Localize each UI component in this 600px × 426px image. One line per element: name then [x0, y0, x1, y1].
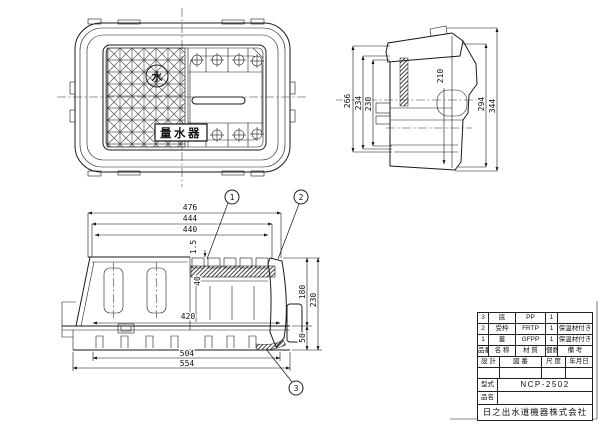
callouts: 1 2 3	[206, 189, 309, 396]
part-qty: 1	[546, 324, 558, 334]
header-material: 材 質	[516, 346, 546, 356]
part-qty: 1	[546, 335, 558, 345]
lid-section-hatched	[385, 32, 464, 63]
cavity-lines	[195, 281, 255, 322]
dim-1-5: 1.5	[189, 240, 198, 255]
callout-2: 2	[299, 193, 304, 202]
part-name: 蓋	[489, 335, 516, 345]
company-name: 日之出水道機器株式会社	[482, 407, 588, 417]
meta-scale-value	[542, 368, 566, 378]
dim-230-side: 230	[364, 97, 373, 112]
right-foot	[286, 303, 303, 343]
water-symbol-circle	[145, 64, 169, 88]
dim-180: 180	[298, 285, 307, 300]
clip-detail	[117, 323, 135, 334]
header-no: 品番	[478, 346, 489, 356]
part-no: 2	[478, 324, 489, 334]
model-row: 型式 NCP-2502	[478, 379, 592, 392]
meta-drawing-no: 図 番	[500, 357, 542, 367]
product-value	[498, 392, 592, 404]
part-remark	[558, 313, 592, 323]
part-remark: 保温材付き	[558, 336, 592, 343]
body-internal-lines	[375, 89, 468, 153]
part-row-3: 3 底 PP 1	[478, 313, 592, 324]
part-qty: 1	[546, 313, 558, 323]
dim-210: 210	[436, 69, 445, 84]
part-row-2: 2 受枠 FRTP 1 保温材付き	[478, 324, 592, 335]
part-no: 1	[478, 335, 489, 345]
dim-554: 554	[180, 359, 195, 368]
meta-date-value	[566, 368, 592, 378]
part-material: FRTP	[516, 324, 546, 334]
meta-design: 設 計	[478, 357, 500, 367]
meta-scale: 尺 度	[542, 357, 566, 367]
part-name: 底	[489, 313, 516, 323]
skirt-ribs	[95, 335, 257, 348]
dim-234: 234	[354, 96, 363, 111]
lid-handle-slot	[191, 96, 246, 105]
meta-header-row: 設 計 図 番 尺 度 年月日	[478, 357, 592, 368]
dim-420: 420	[181, 312, 196, 321]
meta-drawing-no-value	[500, 368, 542, 378]
dim-50: 50	[298, 333, 307, 343]
lid-section-band	[190, 265, 276, 278]
model-label: 型式	[478, 379, 498, 391]
left-foot	[61, 301, 76, 338]
dim-230-front: 230	[309, 293, 318, 308]
part-no: 3	[478, 313, 489, 323]
meter-label-text: 量水器	[160, 126, 202, 140]
part-remark: 保温材付き	[558, 325, 592, 332]
plan-view: 水 量水器	[57, 8, 308, 187]
lid-panel-outline	[189, 55, 263, 141]
dim-444: 444	[183, 214, 198, 223]
side-section-view: 266 234 230 210 294 344	[336, 25, 499, 172]
lid-slots	[103, 262, 167, 318]
meter-label-box	[154, 123, 208, 142]
meta-value-row	[478, 368, 592, 379]
part-material: PP	[516, 313, 546, 323]
header-remark: 備 考	[567, 347, 583, 354]
product-label: 品名	[478, 392, 498, 404]
model-value: NCP-2502	[520, 380, 570, 389]
front-section-view: 476 444 440 1.5 40 420 180 50 230 504 55…	[61, 189, 322, 396]
dim-294: 294	[477, 97, 486, 112]
meta-date: 年月日	[569, 358, 589, 365]
bolt-panel-dividers	[188, 47, 264, 147]
frame-wall-section	[399, 57, 409, 107]
part-material: GFPP	[516, 335, 546, 345]
lid-top-knob	[429, 25, 448, 37]
part-row-1: 1 蓋 GFPP 1 保温材付き	[478, 335, 592, 346]
part-name: 受枠	[489, 324, 516, 334]
box-body-outline	[389, 40, 478, 171]
dim-476: 476	[183, 203, 198, 212]
callout-1: 1	[230, 193, 235, 202]
header-qty: 個数	[546, 346, 558, 356]
header-name: 名 称	[489, 346, 516, 356]
dim-344: 344	[488, 99, 497, 114]
title-block: 3 底 PP 1 2 受枠 FRTP 1 保温材付き 1 蓋 GFPP 1 保温…	[477, 312, 593, 421]
dim-504: 504	[180, 349, 195, 358]
callout-3: 3	[294, 384, 299, 393]
front-view-dimensions: 476 444 440 1.5 40 420 180 50 230 504 55…	[72, 202, 322, 371]
dim-440: 440	[183, 225, 198, 234]
water-symbol: 水	[152, 70, 164, 84]
bottom-lip-section	[255, 339, 287, 351]
dim-40: 40	[193, 276, 202, 286]
dim-266: 266	[343, 94, 352, 109]
parts-header-row: 品番 名 称 材 質 個数 備 考	[478, 346, 592, 357]
side-view-dimensions: 266 234 230 210 294 344	[342, 27, 499, 172]
product-name-row: 品名	[478, 392, 592, 405]
frame-tabs	[69, 18, 296, 177]
meta-design-value	[478, 368, 500, 378]
